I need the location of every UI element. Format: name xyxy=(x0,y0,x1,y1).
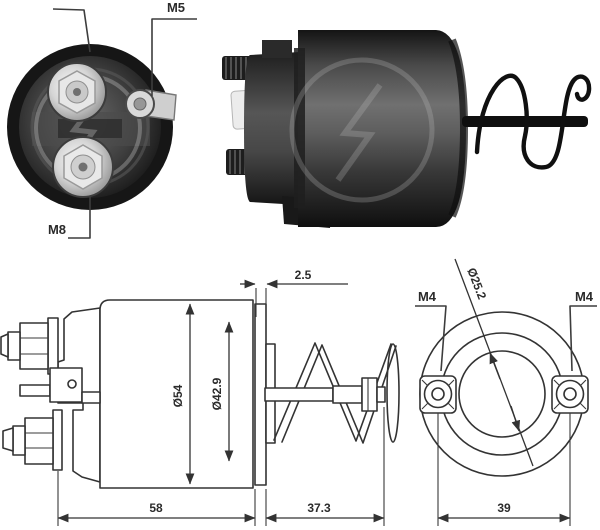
spade-terminal-m5 xyxy=(19,367,101,404)
terminal-m8-top xyxy=(47,62,107,122)
terminal-m5 xyxy=(125,89,177,121)
body-outline xyxy=(99,299,254,489)
dimension-flange-diameter: Ø42.9 xyxy=(210,321,234,462)
dim-hole-spacing-label: 39 xyxy=(497,501,511,515)
leader-m4-right xyxy=(569,305,597,372)
watermark-logo-icon xyxy=(289,57,435,203)
m4-left-label: M4 xyxy=(418,289,437,304)
body-joint-ring xyxy=(294,48,305,208)
leader-m4-left xyxy=(415,305,447,372)
dimension-body-diameter: Ø54 xyxy=(171,303,195,485)
leader-m5 xyxy=(151,18,197,96)
cap-top-block xyxy=(262,40,292,58)
solenoid-end-photo: M5 M8 xyxy=(7,0,197,239)
m8-label: M8 xyxy=(48,222,66,237)
dim-body-length-label: 58 xyxy=(149,501,163,515)
dim-bore-diameter-label: Ø25.2 xyxy=(464,266,489,302)
dim-flange-thickness-label: 2.5 xyxy=(295,268,312,282)
solenoid-3d-photo xyxy=(222,30,592,228)
leader-m8 xyxy=(68,196,91,239)
mount-boss-left xyxy=(419,375,457,414)
solenoid-front-cap xyxy=(244,52,300,205)
dim-plunger-length-label: 37.3 xyxy=(307,501,331,515)
leader-top-terminal xyxy=(52,8,91,53)
return-spring xyxy=(474,73,592,170)
dim-flange-diameter-label: Ø42.9 xyxy=(210,377,224,410)
mount-boss-right xyxy=(551,375,589,414)
dim-body-diameter-label: Ø54 xyxy=(171,384,185,407)
bore-circle xyxy=(458,350,546,438)
dimension-flange-thickness: 2.5 xyxy=(240,268,348,317)
bolt-m8-top xyxy=(0,317,59,375)
contact-bar-core xyxy=(58,119,122,138)
dimension-plunger-length: 37.3 xyxy=(265,407,385,526)
solenoid-body xyxy=(298,30,466,227)
dimension-hole-spacing: 39 xyxy=(437,413,571,526)
terminal-m8-bottom xyxy=(52,136,114,198)
plunger-drawing xyxy=(264,377,386,412)
body-end-edge xyxy=(448,38,469,218)
bolt-m8-bottom xyxy=(2,409,63,471)
front-view-drawing: M4 M4 Ø25.2 39 xyxy=(415,258,597,526)
m5-label: M5 xyxy=(167,0,185,15)
dimension-bore-diameter: Ø25.2 xyxy=(454,258,534,467)
dimension-body-length: 58 xyxy=(57,471,256,526)
side-view-drawing: Ø54 Ø42.9 2.5 58 37.3 xyxy=(0,268,400,526)
m4-right-label: M4 xyxy=(575,289,594,304)
